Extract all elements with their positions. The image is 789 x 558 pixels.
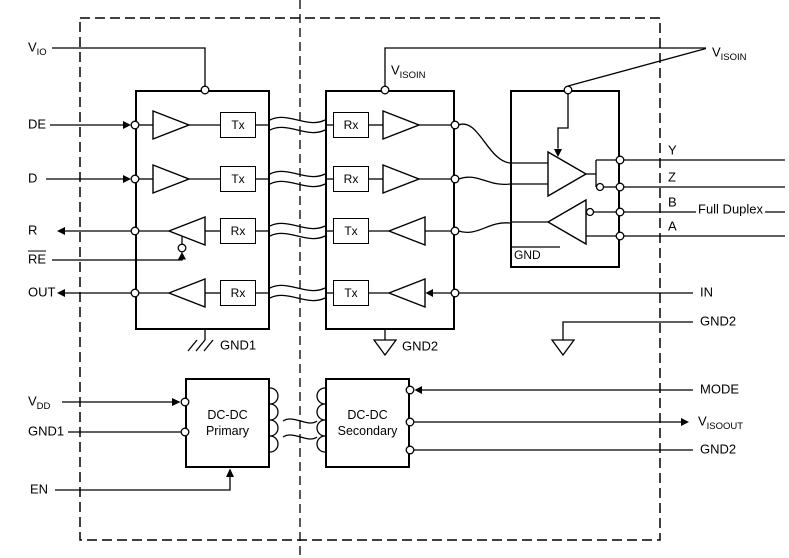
rx-box: Rx xyxy=(333,166,369,192)
vdd-sub: DD xyxy=(36,401,51,413)
tx-box: Tx xyxy=(220,112,256,138)
visoin-sub: ISOIN xyxy=(720,52,747,64)
visoin-wires xyxy=(384,47,707,95)
dcdc-secondary-label-line1: DC-DC xyxy=(347,407,388,422)
mid-right-curves xyxy=(458,123,511,233)
visoout-sub: ISOOUT xyxy=(706,421,744,433)
pin-label-out: OUT xyxy=(28,284,56,300)
vdd-base: V xyxy=(28,393,37,409)
internal-gnd-label: GND xyxy=(514,248,541,263)
isolation-channel-waves xyxy=(269,116,326,302)
pin-label-en: EN xyxy=(30,481,49,497)
dcdc-primary-block: DC-DC Primary xyxy=(185,378,270,468)
tx-box: Tx xyxy=(220,166,256,192)
dcdc-primary-label-line2: Primary xyxy=(205,424,250,438)
pin-label-visoout: VISOOUT xyxy=(698,413,744,433)
dcdc-secondary-label-line2: Secondary xyxy=(337,424,398,438)
pin-label-gnd2-bottom: GND2 xyxy=(700,441,737,457)
pin-label-vdd: VDD xyxy=(28,393,51,413)
pin-label-de: DE xyxy=(28,116,47,132)
tx-box: Tx xyxy=(333,218,369,244)
visoout-base: V xyxy=(698,413,707,429)
pin-label-y: Y xyxy=(668,142,677,158)
pin-label-b: B xyxy=(668,194,677,210)
gnd2-symbol-label: GND2 xyxy=(402,338,439,354)
rx-box: Rx xyxy=(220,280,256,306)
gnd2-wire-right xyxy=(550,321,693,357)
visoin-base: V xyxy=(712,44,721,60)
pin-label-gnd1: GND1 xyxy=(28,423,65,439)
pin-label-in: IN xyxy=(700,284,713,300)
annotation-full-duplex: Full Duplex xyxy=(696,201,766,218)
vio-base: V xyxy=(28,39,37,55)
pin-label-r: R xyxy=(28,222,38,238)
pin-label-a: A xyxy=(668,218,677,234)
pin-label-vio: VIO xyxy=(28,39,47,59)
dcdc-secondary-block: DC-DC Secondary xyxy=(325,378,410,468)
gnd1-symbol-label: GND1 xyxy=(220,337,257,353)
vio-sub: IO xyxy=(36,47,47,59)
pin-label-d: D xyxy=(28,170,38,186)
bus-driver-receiver-block xyxy=(510,90,620,268)
net-label-visoin-mid: VISOIN xyxy=(391,62,426,82)
pin-label-re-bar: RE xyxy=(28,251,47,267)
pin-label-mode: MODE xyxy=(700,381,739,397)
bus-pin-lines xyxy=(458,159,785,294)
dcdc-primary-label-line1: DC-DC xyxy=(207,407,248,422)
visoin-base: V xyxy=(391,62,400,78)
pin-label-visoin: VISOIN xyxy=(712,44,747,64)
rx-box: Rx xyxy=(220,218,256,244)
pin-label-z: Z xyxy=(668,169,676,185)
pin-label-gnd2: GND2 xyxy=(700,313,737,329)
visoin-sub: ISOIN xyxy=(399,70,426,82)
gnd1-symbol xyxy=(187,330,214,352)
rx-box: Rx xyxy=(333,112,369,138)
transformer-coils xyxy=(269,387,326,453)
gnd2-symbol-mid xyxy=(372,330,398,357)
tx-box: Tx xyxy=(333,280,369,306)
